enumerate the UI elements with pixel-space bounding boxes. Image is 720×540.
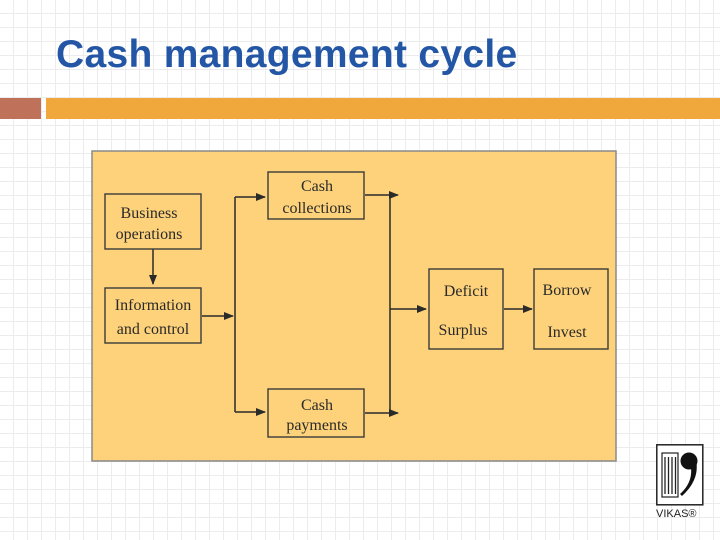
- information-control-label-1: Information: [115, 297, 191, 314]
- deficit-surplus-box: [428, 268, 504, 350]
- deficit-label: Deficit: [444, 283, 489, 300]
- information-control-label-2: and control: [117, 321, 190, 338]
- borrow-invest-box: [533, 268, 609, 350]
- cash-collections-label-2: collections: [282, 200, 351, 217]
- cash-collections-box: [267, 171, 365, 220]
- title-rule-left: [0, 98, 41, 119]
- surplus-label: Surplus: [439, 322, 488, 339]
- vikas-logo-icon: [656, 444, 704, 506]
- information-control-box: [104, 287, 202, 344]
- invest-label: Invest: [547, 324, 587, 341]
- cash-payments-label-2: payments: [286, 417, 347, 434]
- vikas-logo: VIKAS®: [656, 444, 704, 524]
- cash-payments-label-1: Cash: [301, 397, 333, 414]
- title-rule-right: [46, 98, 720, 119]
- business-operations-label-1: Business: [121, 205, 178, 222]
- cash-collections-label-1: Cash: [301, 178, 333, 195]
- vikas-logo-text: VIKAS®: [656, 508, 697, 520]
- slide-title: Cash management cycle: [56, 33, 518, 76]
- borrow-label: Borrow: [543, 282, 592, 299]
- cash-payments-box: [267, 388, 365, 438]
- business-operations-label-2: operations: [116, 226, 183, 243]
- business-operations-box: [104, 193, 202, 250]
